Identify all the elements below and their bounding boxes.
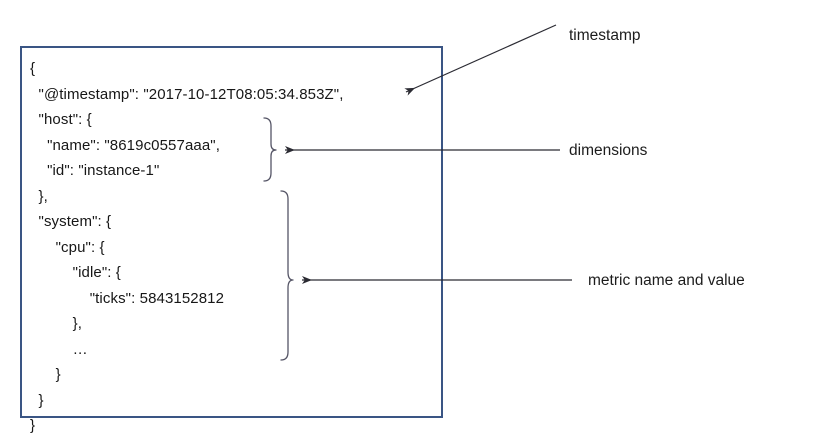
json-line-root-close: } (30, 417, 36, 434)
annotation-label-metric: metric name and value (588, 272, 745, 289)
json-line-host-id: "id": "instance-1" (30, 162, 160, 179)
json-line: { (30, 60, 36, 77)
json-line-idle-open: "idle": { (30, 264, 121, 281)
json-document-code: { "@timestamp": "2017-10-12T08:05:34.853… (30, 56, 343, 439)
json-line-cpu-close: } (30, 366, 61, 383)
json-line-host-open: "host": { (30, 111, 92, 128)
annotation-label-dimensions: dimensions (569, 142, 648, 159)
json-line-ticks: "ticks": 5843152812 (30, 289, 225, 307)
json-line-timestamp: "@timestamp": "2017-10-12T08:05:34.853Z"… (30, 85, 344, 103)
json-line-cpu-open: "cpu": { (30, 238, 105, 256)
annotation-label-timestamp: timestamp (569, 27, 641, 44)
json-line-ellipsis: … (30, 340, 88, 358)
json-line-idle-close: }, (30, 315, 83, 332)
json-line-host-name: "name": "8619c0557aaa", (30, 136, 220, 154)
json-document-box: { "@timestamp": "2017-10-12T08:05:34.853… (20, 46, 443, 434)
json-line-system-close: } (30, 391, 44, 409)
json-line-system-open: "system": { (30, 213, 112, 230)
json-line-host-close: }, (30, 187, 48, 205)
